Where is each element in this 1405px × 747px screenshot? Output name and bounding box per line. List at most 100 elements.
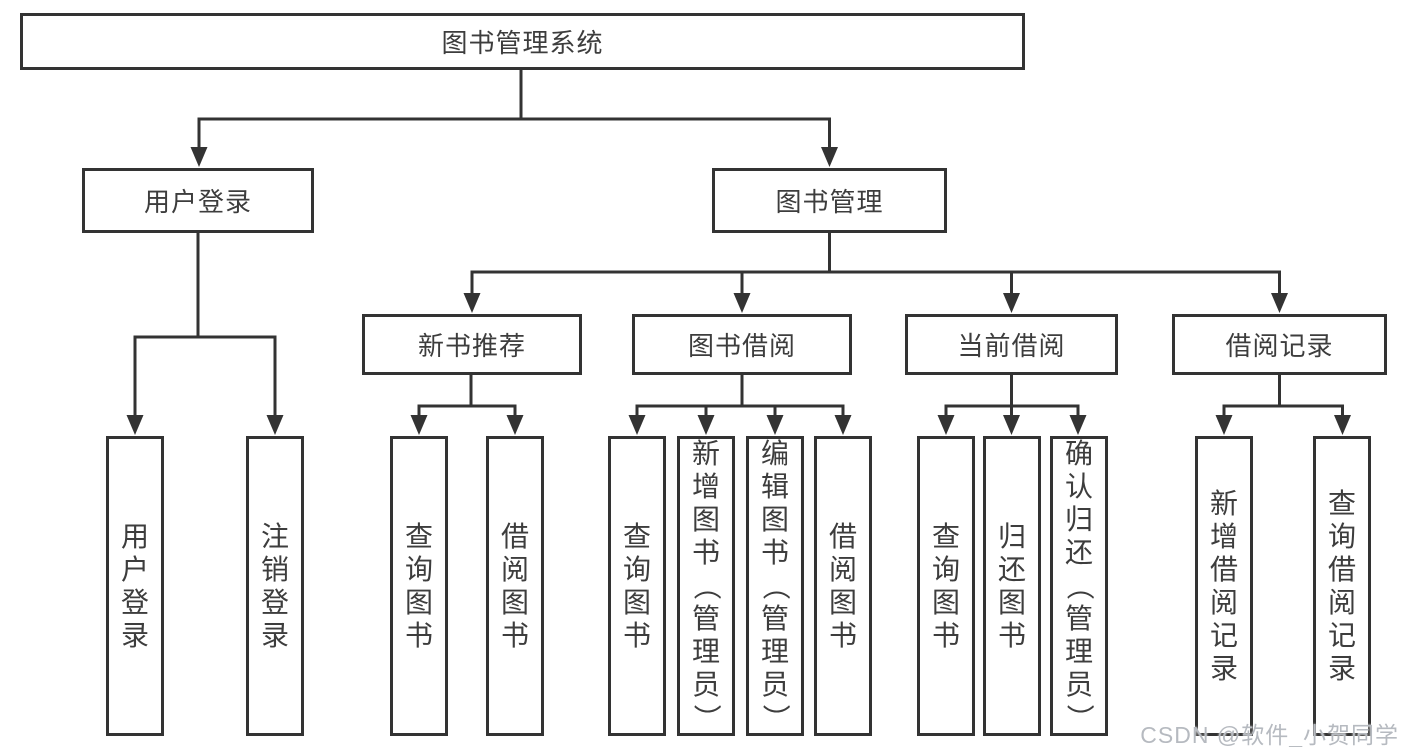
vertical-char: 查 [931, 520, 960, 552]
leaf-return-books: 归还图书 [983, 436, 1041, 736]
node-borrowing-records: 借阅记录 [1172, 314, 1387, 375]
vertical-char: 注 [260, 520, 289, 552]
vertical-char: 确 [1064, 438, 1093, 469]
arrow-down-icon [1215, 415, 1233, 435]
arrow-down-icon [1069, 415, 1087, 435]
node-label: 查询图书 [611, 439, 663, 733]
vertical-char: 增 [691, 471, 720, 502]
vertical-char: 阅 [828, 553, 857, 585]
vertical-char: 书 [622, 619, 651, 651]
leaf-query-borrow-record: 查询借阅记录 [1313, 436, 1371, 736]
vertical-char: 询 [622, 553, 651, 585]
vertical-char: 书 [500, 619, 529, 651]
vertical-char: 询 [404, 553, 433, 585]
vertical-char: 书 [760, 537, 789, 568]
vertical-char: 登 [260, 586, 289, 618]
arrow-down-icon [1334, 415, 1351, 435]
arrow-down-icon [821, 147, 838, 167]
leaf-add-borrow-record: 新增借阅记录 [1195, 436, 1253, 736]
leaf-add-books-admin: 新增图书（管理员） [677, 436, 735, 736]
vertical-char: 记 [1327, 619, 1356, 651]
vertical-char: 新 [1209, 487, 1238, 519]
leaf-query-books-recommend: 查询图书 [390, 436, 448, 736]
vertical-char: 查 [622, 520, 651, 552]
vertical-char: 还 [1064, 537, 1093, 568]
csdn-watermark: CSDN @软件_小贺同学 [1140, 722, 1399, 747]
node-label: 图书管理系统 [441, 28, 604, 58]
node-label: 新增借阅记录 [1198, 439, 1250, 733]
vertical-char: 归 [1064, 504, 1093, 535]
vertical-char: 员 [1064, 669, 1093, 700]
leaf-borrow-books: 借阅图书 [814, 436, 872, 736]
leaf-borrow-books-recommend: 借阅图书 [486, 436, 544, 736]
vertical-char: 归 [997, 520, 1026, 552]
vertical-char: 阅 [1327, 586, 1356, 618]
arrow-down-icon [463, 293, 481, 313]
vertical-char: 图 [691, 504, 720, 535]
vertical-char: 录 [260, 619, 289, 651]
vertical-char: 询 [1327, 520, 1356, 552]
node-label: 确认归还（管理员） [1053, 439, 1105, 733]
node-book-borrowing: 图书借阅 [632, 314, 852, 375]
vertical-char: ） [690, 703, 722, 733]
vertical-char: 借 [1327, 553, 1356, 585]
vertical-char: 编 [760, 438, 789, 469]
leaf-edit-books-admin: 编辑图书（管理员） [746, 436, 804, 736]
vertical-char: 录 [1327, 652, 1356, 684]
vertical-char: 书 [828, 619, 857, 651]
vertical-char: 图 [997, 586, 1026, 618]
node-label: 注销登录 [249, 439, 301, 733]
arrow-down-icon [1003, 293, 1020, 313]
vertical-char: 查 [404, 520, 433, 552]
arrow-down-icon [410, 415, 428, 435]
vertical-char: （ [1063, 571, 1095, 601]
vertical-char: 管 [691, 603, 720, 634]
vertical-char: 录 [120, 619, 149, 651]
vertical-char: 图 [404, 586, 433, 618]
vertical-char: 图 [622, 586, 651, 618]
vertical-char: 书 [997, 619, 1026, 651]
node-label: 查询图书 [920, 439, 972, 733]
arrow-down-icon [697, 415, 715, 435]
vertical-char: 户 [120, 553, 149, 585]
vertical-char: 认 [1064, 471, 1093, 502]
leaf-logout: 注销登录 [246, 436, 304, 736]
node-label: 用户登录 [109, 439, 161, 733]
arrow-down-icon [506, 415, 524, 435]
vertical-char: 阅 [500, 553, 529, 585]
vertical-char: 图 [500, 586, 529, 618]
vertical-char: 登 [120, 586, 149, 618]
vertical-char: 还 [997, 553, 1026, 585]
vertical-char: 书 [691, 537, 720, 568]
leaf-query-books-current: 查询图书 [917, 436, 975, 736]
vertical-char: 借 [1209, 553, 1238, 585]
node-label: 图书管理 [775, 187, 884, 217]
node-book-management: 图书管理 [712, 168, 947, 233]
arrow-down-icon [834, 415, 852, 435]
vertical-char: 理 [760, 636, 789, 667]
vertical-char: 图 [931, 586, 960, 618]
node-library-management-system: 图书管理系统 [20, 13, 1025, 70]
vertical-char: 询 [931, 553, 960, 585]
arrow-down-icon [266, 415, 284, 435]
vertical-char: 记 [1209, 619, 1238, 651]
vertical-char: 书 [931, 619, 960, 651]
arrow-down-icon [733, 293, 751, 313]
node-label: 新书推荐 [417, 331, 526, 361]
node-new-book-recommendation: 新书推荐 [362, 314, 582, 375]
node-label: 新增图书（管理员） [680, 439, 732, 733]
vertical-char: 增 [1209, 520, 1238, 552]
arrow-down-icon [1003, 415, 1020, 435]
arrow-down-icon [937, 415, 955, 435]
vertical-char: 借 [828, 520, 857, 552]
arrow-down-icon [766, 415, 784, 435]
node-current-borrowing: 当前借阅 [905, 314, 1118, 375]
vertical-char: 理 [1064, 636, 1093, 667]
vertical-char: 销 [260, 553, 289, 585]
vertical-char: 阅 [1209, 586, 1238, 618]
vertical-char: 借 [500, 520, 529, 552]
vertical-char: 新 [691, 438, 720, 469]
node-label: 借阅图书 [817, 439, 869, 733]
vertical-char: 员 [760, 669, 789, 700]
